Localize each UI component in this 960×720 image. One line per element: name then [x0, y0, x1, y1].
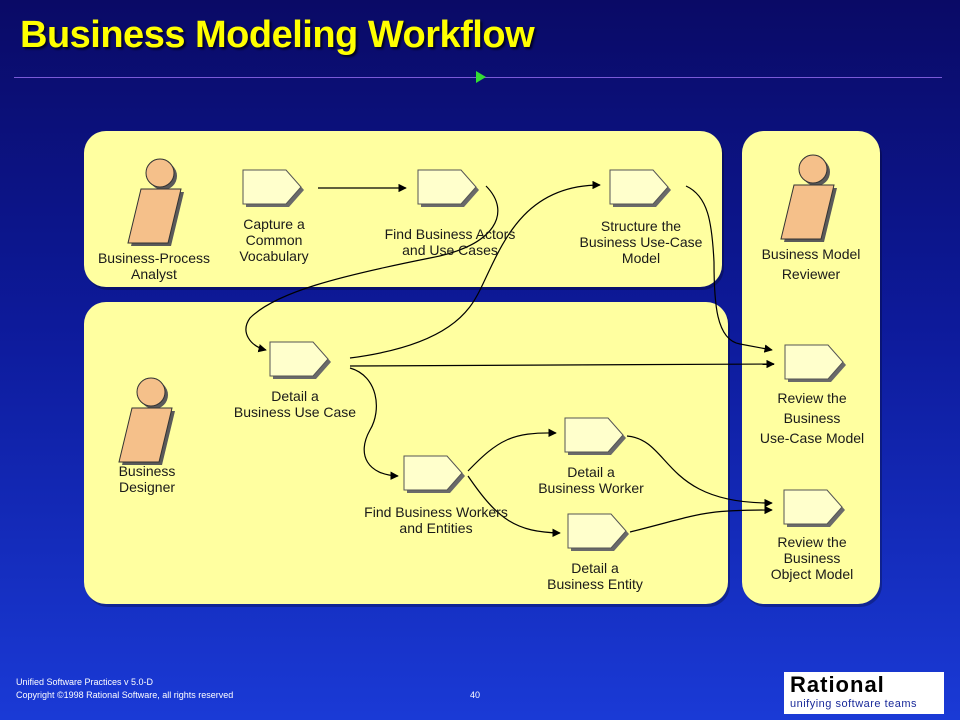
flow-detail-to-structure: [349, 180, 601, 359]
detail-worker-label: Detail a Business Worker: [538, 464, 644, 496]
detail-use-case-label: Detail a Business Use Case: [233, 388, 357, 420]
rational-logo: Rational unifying software teams: [784, 672, 944, 714]
detail-entity-label: Detail a Business Entity: [547, 560, 643, 592]
activity-structure-icon: [609, 169, 672, 208]
analyst-label: Business-Process Analyst: [97, 250, 211, 282]
activity-detail-worker-icon: [564, 417, 627, 456]
flow-entity-to-review-object: [629, 505, 773, 533]
flow-worker-to-review-object: [626, 435, 773, 508]
find-actors-label: Find Business Actors and Use Cases: [384, 226, 516, 258]
flow-find-workers-to-worker: [467, 428, 557, 472]
page-number: 40: [470, 690, 481, 700]
reviewer-actor-icon: [780, 154, 838, 243]
designer-label: Business Designer: [118, 463, 176, 495]
activity-find-workers-icon: [403, 455, 466, 494]
footer-version: Unified Software Practices v 5.0-D: [16, 677, 154, 687]
flow-find-workers-to-entity: [467, 475, 561, 538]
find-workers-label: Find Business Workers and Entities: [364, 504, 508, 536]
capture-label: Capture a Common Vocabulary: [239, 216, 309, 264]
flow-structure-to-review: [685, 185, 773, 353]
activity-detail-use-case-icon: [269, 341, 332, 380]
reviewer-label: Business Model Reviewer: [761, 246, 861, 282]
footer-copyright: Copyright ©1998 Rational Software, all r…: [16, 690, 234, 700]
review-object-label: Review the Business Object Model: [770, 534, 854, 582]
flow-find-actors-to-detail: [245, 185, 499, 353]
structure-label: Structure the Business Use-Case Model: [579, 218, 703, 266]
flow-detail-to-review-use-case: [349, 359, 775, 369]
activity-find-actors-icon: [417, 169, 480, 208]
review-use-case-label: Review the Business Use-Case Model: [759, 390, 865, 446]
activity-capture-icon: [242, 169, 305, 208]
logo-wordmark: Rational: [790, 672, 885, 697]
activity-detail-entity-icon: [567, 513, 630, 552]
divider-arrow-icon: [476, 71, 486, 83]
activity-review-use-case-icon: [784, 344, 847, 383]
page-title: Business Modeling Workflow: [20, 14, 535, 56]
flow-detail-to-find-workers: [349, 367, 399, 480]
analyst-actor-icon: [127, 158, 185, 247]
activity-review-object-icon: [783, 489, 846, 528]
logo-tagline: unifying software teams: [790, 698, 918, 710]
designer-actor-icon: [118, 377, 176, 466]
lane-designer: [84, 302, 728, 604]
lane-analyst: [84, 131, 722, 287]
